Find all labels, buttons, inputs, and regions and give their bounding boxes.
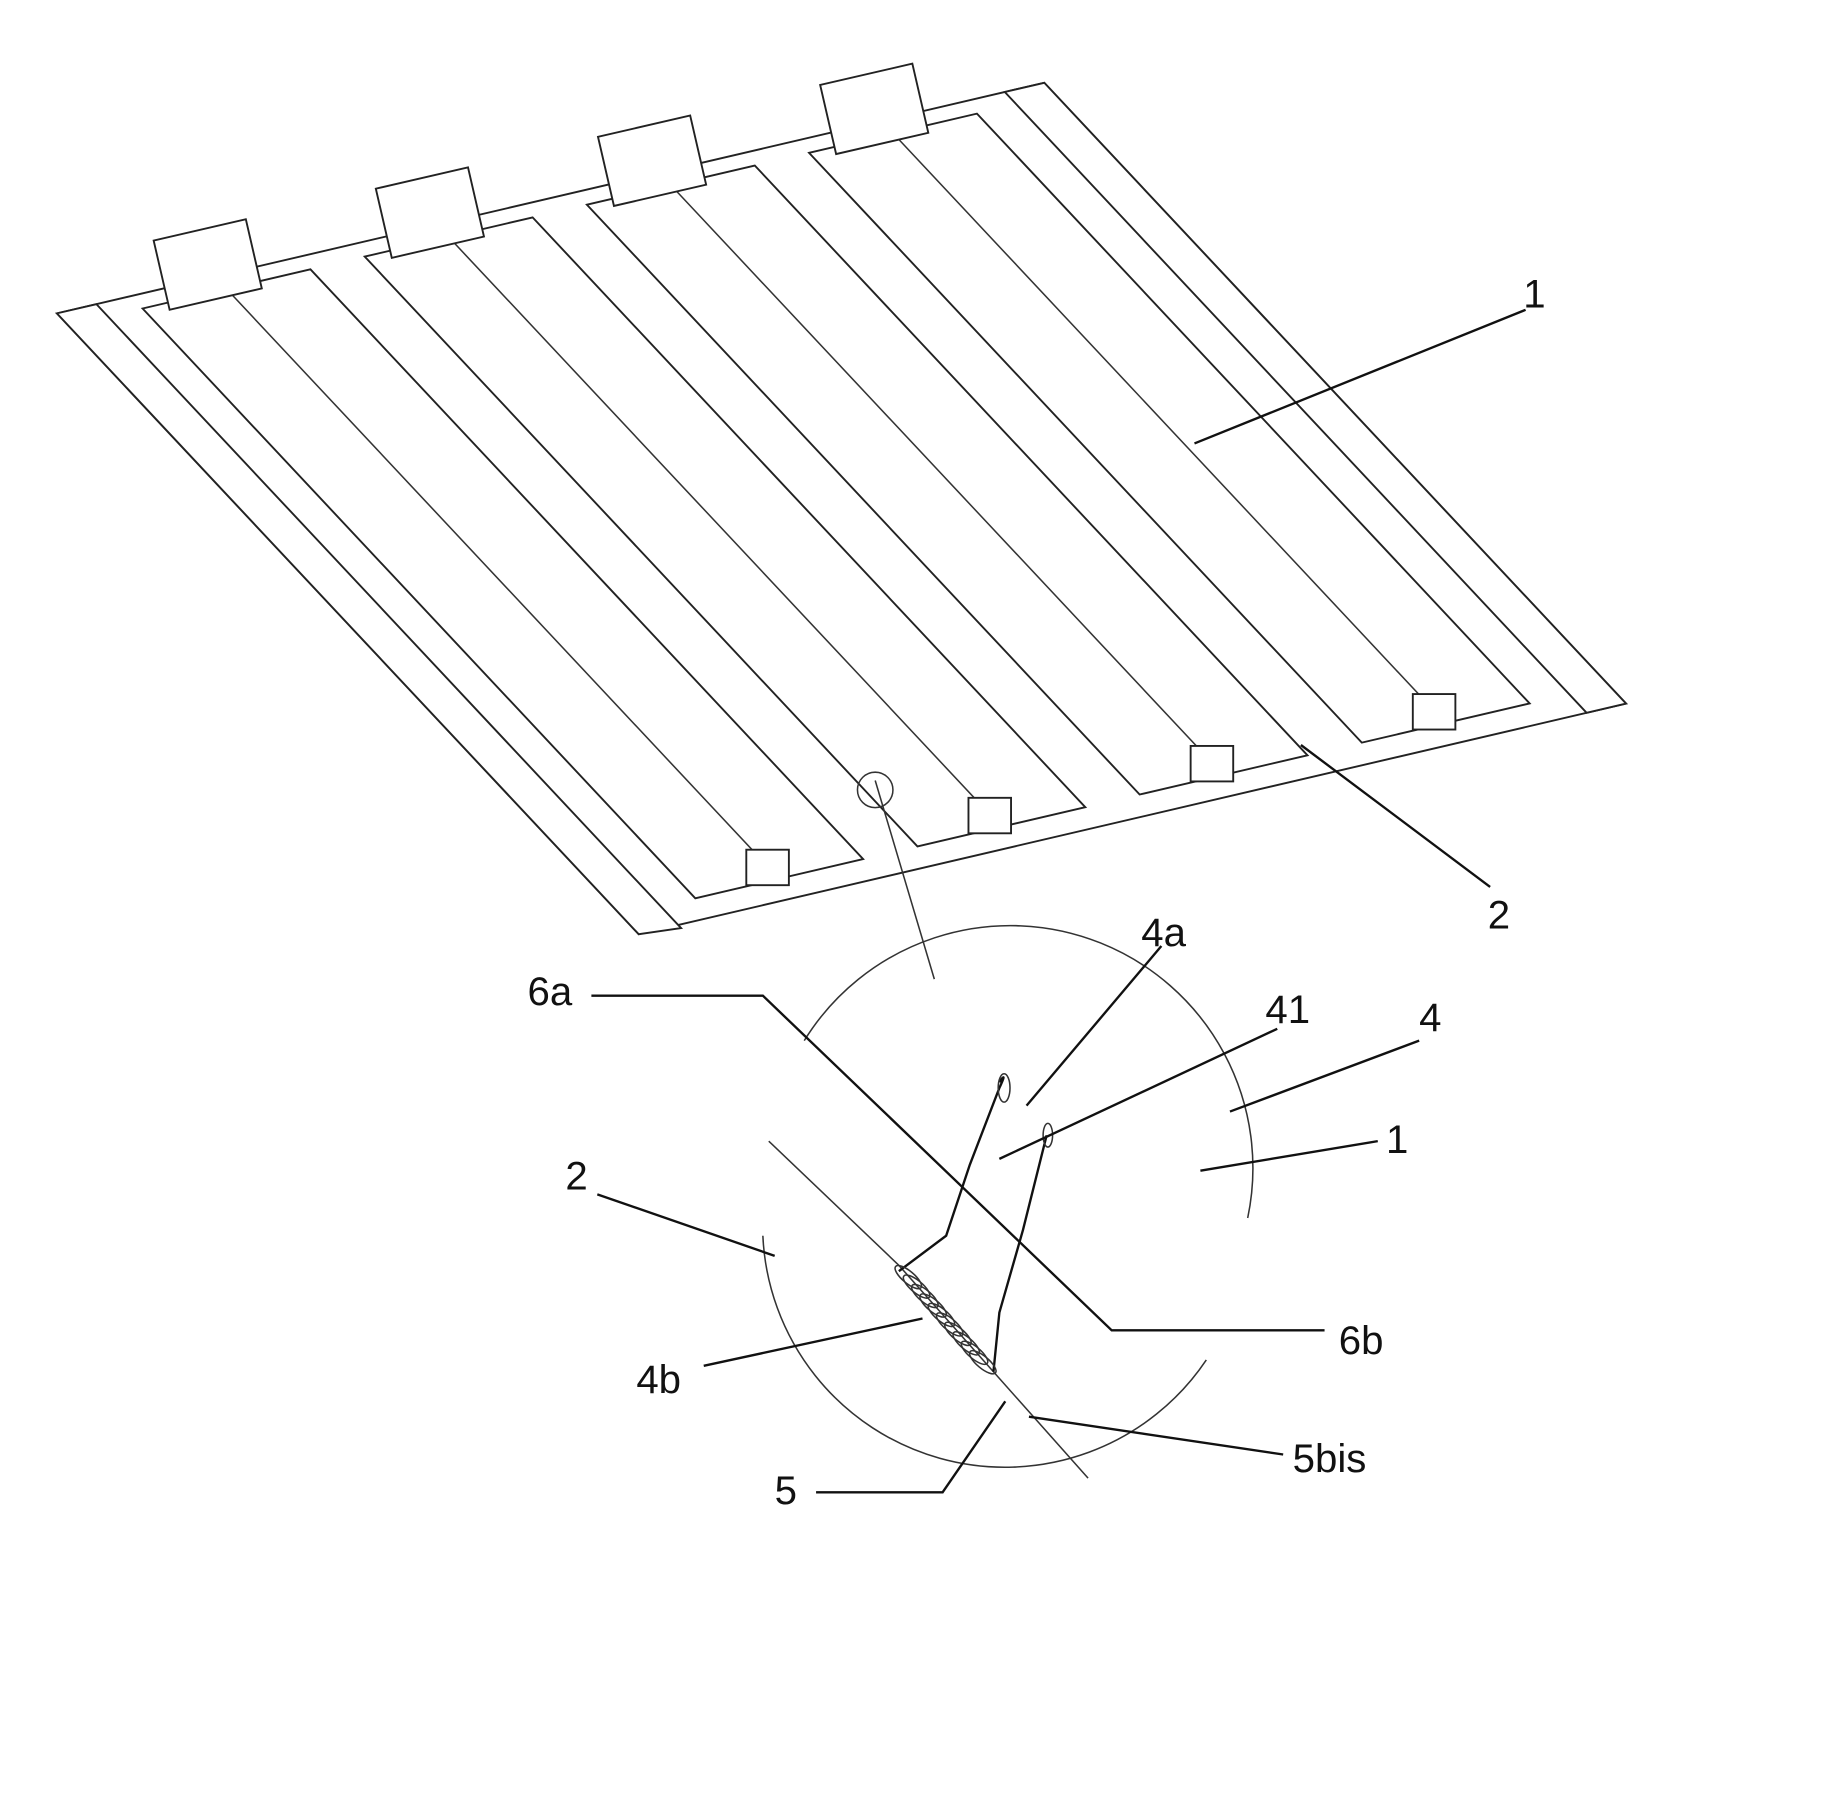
leader-4a [1025, 945, 1163, 1107]
label-4a: 4a [1141, 910, 1186, 955]
detail-leader [874, 780, 936, 980]
label-1: 1 [1523, 271, 1545, 316]
tray-frame-drawing [55, 62, 1628, 936]
label-41: 41 [1265, 987, 1310, 1032]
leader-6a-6b [591, 994, 1325, 1332]
channel-ridge [448, 236, 1002, 828]
channel-end-connector [745, 848, 790, 887]
channel-end-bracket [819, 62, 930, 156]
leader-lines [591, 308, 1527, 1494]
spring-loop-4a [997, 1072, 1011, 1103]
coil-turn [968, 1349, 997, 1375]
channel-end-bracket [596, 114, 708, 208]
channel-ridge [670, 184, 1225, 776]
detail-circle [803, 924, 1254, 1219]
label-6a: 6a [528, 969, 573, 1014]
label-6b: 6b [1339, 1318, 1384, 1363]
leader-5bis [1028, 1415, 1284, 1456]
channel-ridge [225, 288, 780, 880]
spring-arm-6b [992, 1134, 1048, 1372]
leader-41 [998, 1027, 1278, 1160]
label-1-detail: 1 [1386, 1117, 1408, 1162]
leader-1-detail [1200, 1139, 1378, 1172]
channel-end-connector [967, 796, 1012, 835]
leader-main-1 [1194, 308, 1527, 445]
label-5: 5 [775, 1468, 797, 1513]
leader-4b [703, 1317, 923, 1367]
channel-end-connector [1411, 693, 1457, 731]
leader-4 [1229, 1039, 1420, 1113]
label-2-detail: 2 [565, 1154, 587, 1199]
tray-outline [55, 81, 1628, 936]
label-2: 2 [1488, 892, 1510, 937]
leader-5 [816, 1400, 1007, 1494]
spring-coil-4b [894, 1264, 997, 1375]
channel-end-bracket [152, 218, 263, 311]
reference-labels: 1 2 4a 6a 41 4 1 2 6b 4b 5bis 5 [528, 271, 1546, 1513]
spring-arm-6a [898, 1076, 1005, 1273]
channel-ridge [892, 132, 1447, 724]
channel-end-bracket [374, 166, 486, 259]
label-4: 4 [1419, 995, 1441, 1040]
detail-circle-lower [762, 1235, 1207, 1468]
detail-marker-circle [856, 771, 894, 809]
side-rail-left [55, 303, 684, 936]
channel-end-connector [1189, 744, 1235, 783]
label-5bis: 5bis [1293, 1436, 1367, 1481]
detail-view [762, 771, 1254, 1479]
leader-main-2 [1300, 744, 1491, 888]
channel-edge [768, 1140, 900, 1266]
side-rail-right [1002, 81, 1628, 714]
label-4b: 4b [636, 1357, 681, 1402]
leader-2-detail [596, 1193, 776, 1257]
